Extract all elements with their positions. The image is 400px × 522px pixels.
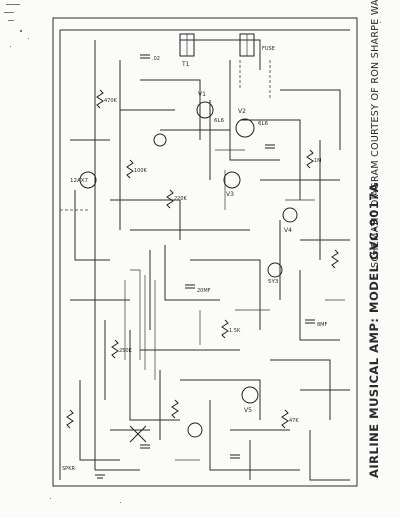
component-label: V3 (226, 191, 234, 198)
component-label: V1 (198, 91, 206, 98)
component-label: T1 (181, 61, 190, 68)
component-label: V2 (238, 108, 246, 115)
resistors (66, 89, 339, 429)
component-label: FUSE (262, 46, 275, 52)
component-label: 470K (104, 98, 118, 104)
diagram-title: AIRLINE MUSICAL AMP: MODEL GVC-9017A (367, 183, 381, 478)
component-label: .02 (152, 56, 160, 62)
component-label: 8MF (317, 322, 327, 328)
diagram-credit: SCHEMATIC DIAGRAM COURTESY OF RON SHARPE… (370, 0, 381, 268)
component-label: 12AX7 (70, 178, 89, 184)
border-frame (52, 17, 358, 487)
wiring (59, 29, 350, 481)
component-label: 220K (174, 196, 188, 202)
component-label: 47K (289, 418, 299, 424)
component-label: 5Y3 (268, 279, 279, 285)
misc-symbols (95, 425, 147, 479)
component-label: V5 (244, 407, 252, 414)
component-label: 1.5K (229, 328, 241, 334)
component-labels: T1 V1 V2 V3 V4 V5 6L6 6L6 12AX7 5Y3 470K… (62, 46, 327, 472)
vacuum-tubes (79, 101, 298, 438)
component-label: 6L6 (258, 121, 269, 127)
component-label: 1M (314, 158, 322, 164)
output-transformers (179, 33, 255, 57)
component-label: 100K (134, 168, 148, 174)
component-label: SPKR (62, 466, 75, 472)
capacitors (140, 54, 315, 459)
component-label: 20MF (197, 288, 211, 294)
component-label: V4 (284, 227, 292, 234)
component-label: 6L6 (214, 118, 225, 124)
scan-specks (4, 4, 381, 503)
component-label: 250K (119, 348, 133, 354)
